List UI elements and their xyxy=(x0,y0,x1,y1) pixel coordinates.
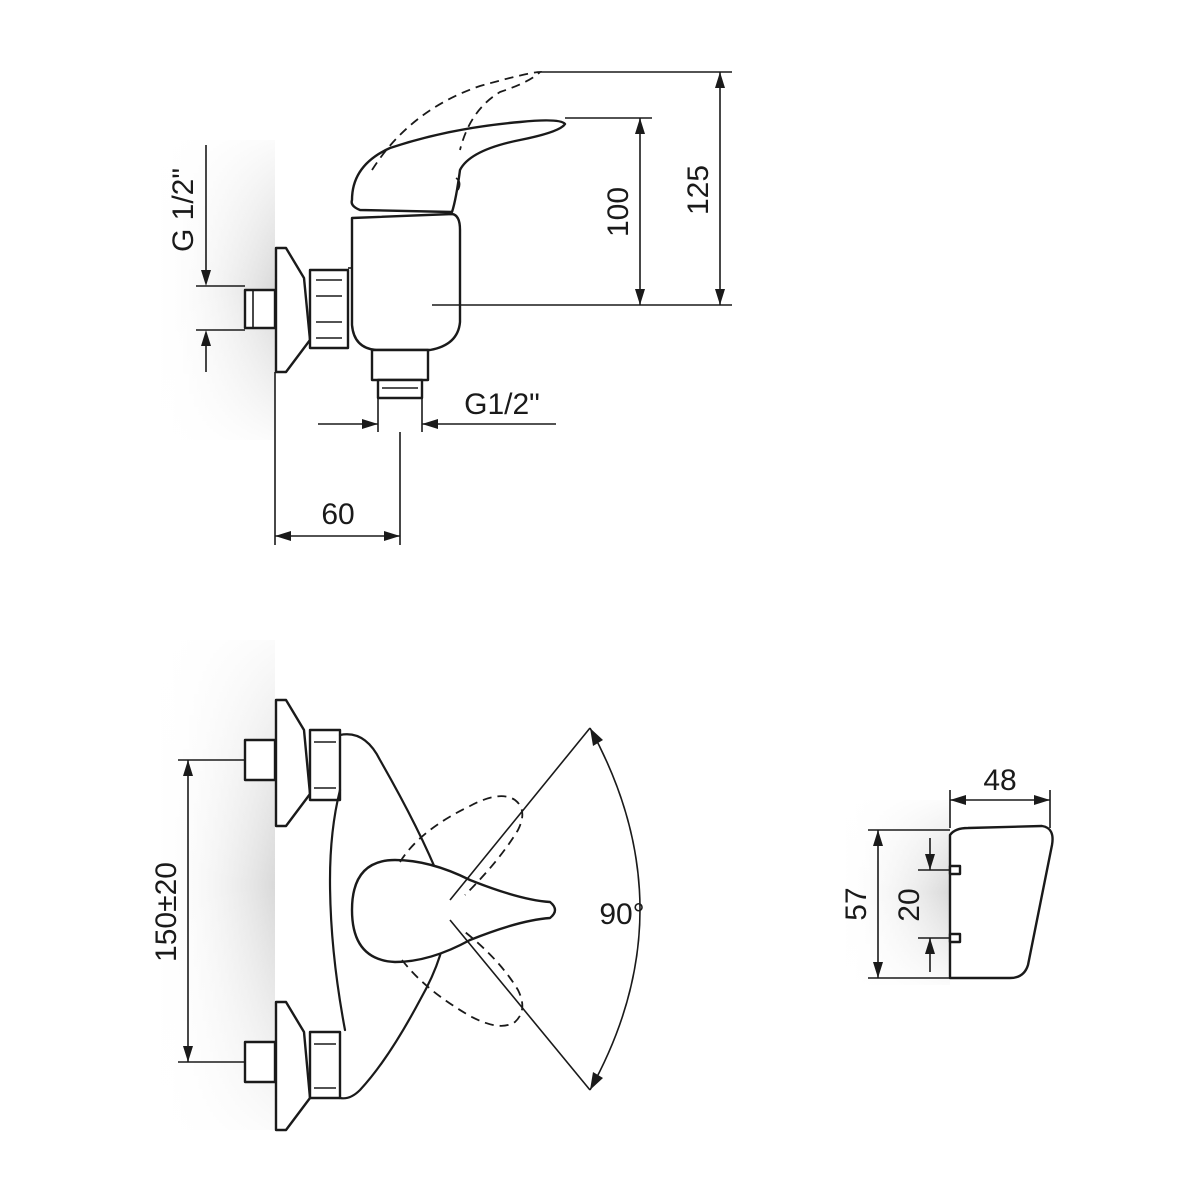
union-nut xyxy=(308,268,350,350)
dim-height-lever: 100 xyxy=(432,117,652,306)
dim-hole-spacing: 20 xyxy=(893,838,950,972)
outlet-thread-label: G1/2" xyxy=(464,388,540,421)
dim-inlet-thread: G 1/2" xyxy=(167,145,245,372)
lever-raised-outline xyxy=(371,71,543,171)
dim-center-distance: 150±20 xyxy=(150,759,245,1063)
wall-plate-view: 48 57 20 xyxy=(835,764,1054,985)
inlet-nipple xyxy=(243,288,277,330)
plate-height-label: 57 xyxy=(840,887,873,920)
center-distance-label: 150±20 xyxy=(150,862,183,962)
top-view: 90° 150±20 xyxy=(150,640,645,1132)
dim-plate-height: 57 xyxy=(840,829,950,979)
dim-plate-width: 48 xyxy=(949,764,1051,828)
lever-rotation-label: 90° xyxy=(599,898,644,931)
dim-depth: 60 xyxy=(274,372,401,545)
plate-width-label: 48 xyxy=(983,764,1016,797)
dim-lever-rotation: 90° xyxy=(449,727,645,1091)
height-lever-label: 100 xyxy=(602,187,635,237)
wall-plate xyxy=(948,824,1054,980)
lever-rotated-outline-1 xyxy=(399,795,524,896)
dim-height-lever-raised: 125 xyxy=(540,71,732,306)
inlet-thread-label: G 1/2" xyxy=(167,168,200,252)
lever-handle xyxy=(350,119,567,214)
lever-rotated-outline-2 xyxy=(401,931,524,1027)
hole-spacing-label: 20 xyxy=(893,888,926,921)
side-view: G 1/2" G1/2" 60 100 xyxy=(150,71,732,545)
depth-label: 60 xyxy=(321,498,354,531)
dim-outlet-thread: G1/2" xyxy=(318,388,556,432)
outlet-connector xyxy=(370,348,430,382)
wall-flange xyxy=(274,246,312,374)
lever-top xyxy=(350,858,557,964)
mixer-body xyxy=(350,212,462,352)
height-lever-raised-label: 125 xyxy=(682,165,715,215)
